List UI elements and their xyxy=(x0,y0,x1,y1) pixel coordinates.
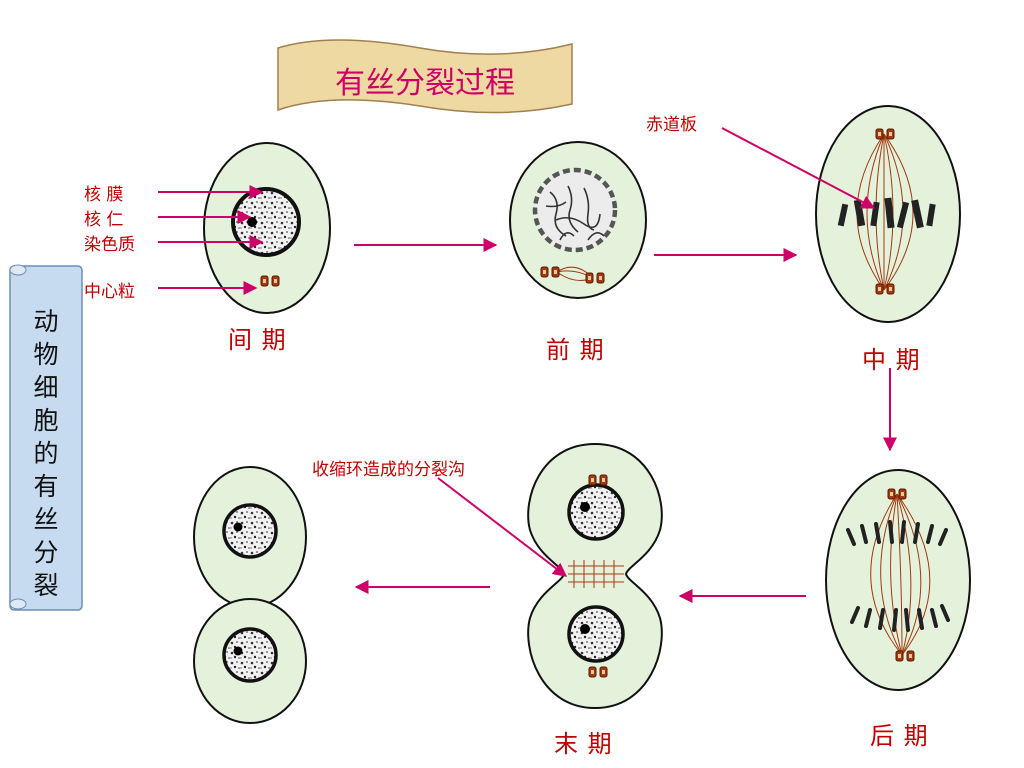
title-banner xyxy=(277,39,573,114)
interphase-cell xyxy=(203,142,331,314)
label-centriole: 中心粒 xyxy=(84,282,135,302)
diagram-title: 有丝分裂过程 xyxy=(335,66,515,101)
label-leaders xyxy=(158,127,876,577)
phase-label-telophase: 末 期 xyxy=(554,730,613,758)
prophase-cell xyxy=(509,141,647,299)
phase-label-anaphase: 后 期 xyxy=(870,722,929,750)
side-scroll xyxy=(9,264,83,611)
telophase-cell xyxy=(527,442,663,710)
label-nucleolus: 核 仁 xyxy=(84,210,124,230)
label-nuclear-membrane: 核 膜 xyxy=(84,185,124,205)
phase-label-interphase: 间 期 xyxy=(228,326,287,354)
label-chromatin: 染色质 xyxy=(84,235,135,255)
phase-label-metaphase: 中 期 xyxy=(862,346,921,374)
anaphase-cell xyxy=(825,469,971,691)
label-equatorial-plate: 赤道板 xyxy=(646,115,697,135)
phase-flow-arrows xyxy=(354,238,897,603)
daughter-cells xyxy=(193,466,307,724)
phase-label-prophase: 前 期 xyxy=(546,336,605,364)
label-cleavage-furrow: 收缩环造成的分裂沟 xyxy=(312,460,465,480)
metaphase-cell xyxy=(815,105,961,323)
side-title: 动物细胞的有丝分裂 xyxy=(33,307,59,600)
